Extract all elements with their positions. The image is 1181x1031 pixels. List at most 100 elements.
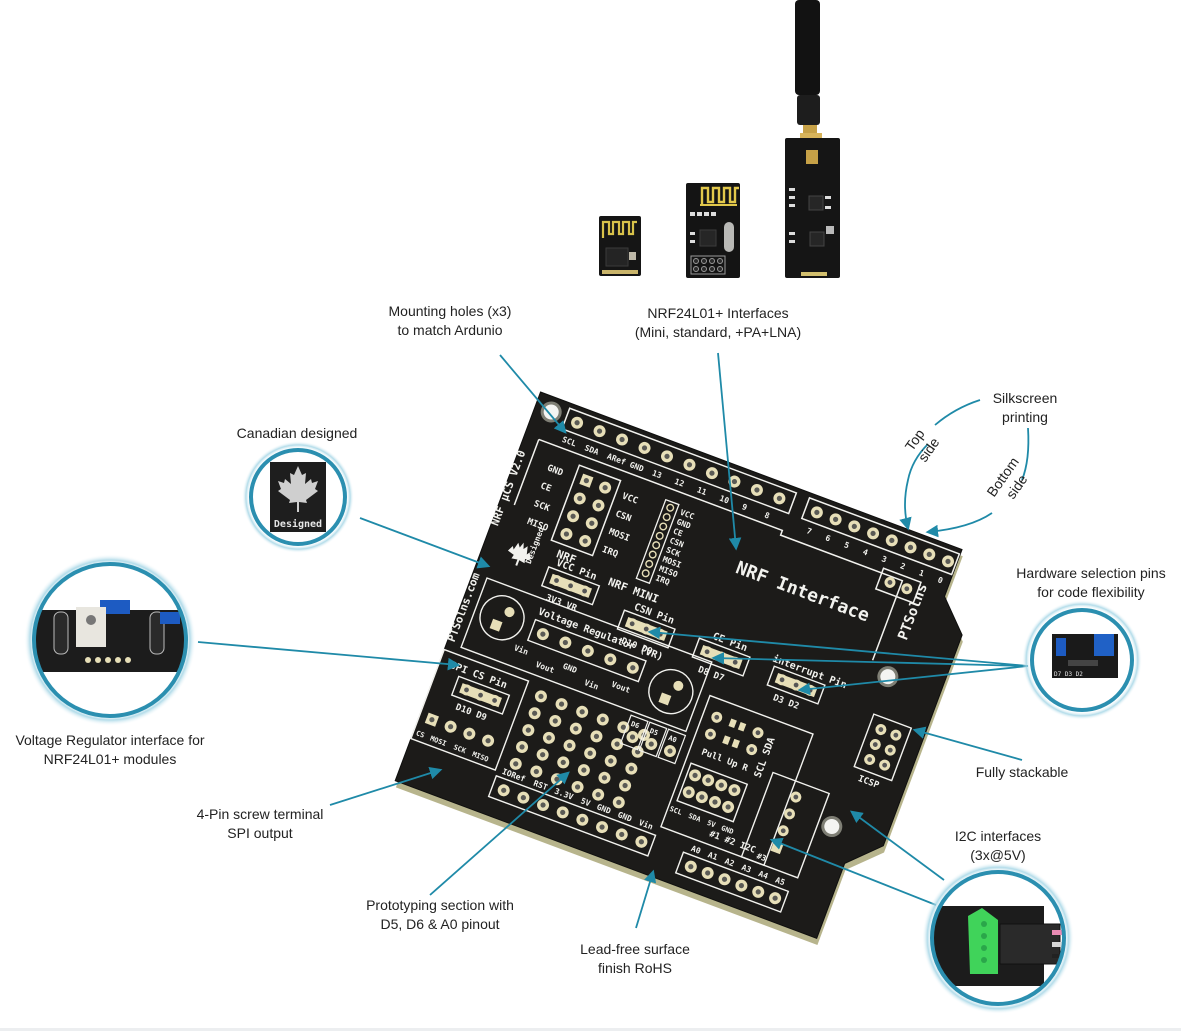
right-header-pins — [810, 506, 955, 568]
nrf-mini-pin — [659, 522, 668, 531]
header-pin-hole — [870, 530, 876, 536]
callout-prototyping — [429, 771, 570, 896]
proto-signal-pad-hole — [629, 734, 636, 740]
i2c-pad-hole — [699, 794, 705, 800]
proto-pad-hole — [513, 761, 519, 767]
label-fully-stackable: Fully stackable — [975, 764, 1069, 780]
nrf-pin-hole — [563, 531, 570, 537]
vr-pad-hole — [607, 656, 613, 662]
power-pin-label: 5V — [579, 796, 591, 808]
label-mounting-holes: Mounting holes (x3) to match Ardunio — [388, 303, 512, 338]
power-pin-hole — [540, 802, 546, 808]
proto-pad-hole — [538, 693, 544, 700]
proto-pad-hole — [628, 766, 634, 772]
proto-pad-hole — [558, 701, 565, 707]
callout-i2c-3 — [849, 810, 945, 881]
callout-lead-free — [635, 869, 657, 929]
i2c-interfaces-bubble — [922, 862, 1074, 1014]
canadian-designed-bubble: Designed — [242, 441, 354, 553]
analog-pin-hole — [721, 876, 728, 882]
callout-silkscreen-top — [934, 399, 981, 426]
power-pin-hole — [520, 795, 526, 801]
proto-signal-box — [619, 714, 649, 751]
header-pin-label: 6 — [824, 533, 832, 543]
mounting-hole — [540, 401, 562, 423]
spi-terminal-pads — [424, 712, 495, 747]
callout-bottom-side — [925, 512, 993, 538]
proto-signal-label: D6 — [630, 720, 641, 730]
proto-pad-hole — [533, 768, 539, 775]
analog-pin-hole — [755, 889, 761, 895]
analog-pin-hole — [688, 864, 694, 870]
power-pin-hole — [560, 809, 566, 815]
header-pin-hole — [641, 445, 648, 451]
analog-pin-label: A3 — [740, 863, 752, 875]
nrf-mini-pin — [648, 550, 657, 559]
callout-top-side — [899, 443, 929, 531]
header-pin-label: 11 — [696, 485, 708, 497]
proto-pad-hole — [519, 744, 525, 750]
header-pin-label: 4 — [862, 547, 870, 557]
power-pin-label: Vin — [638, 817, 655, 831]
spi-pin-label: CS — [415, 729, 426, 739]
i2c-pin-label: 5V — [706, 819, 717, 830]
bottom-divider — [0, 1028, 1181, 1031]
header-pin-hole — [754, 487, 760, 493]
header-pin-label: 5 — [843, 540, 851, 550]
i2c-pad-hole — [686, 789, 692, 795]
header-pin-label: 13 — [651, 469, 663, 481]
proto-pad-hole — [614, 741, 620, 747]
proto-pad-hole — [560, 759, 566, 766]
vr-pad-hole — [585, 648, 591, 654]
vr-pads — [536, 628, 639, 674]
proto-pad-hole — [608, 758, 614, 764]
vcc-jumper-pads — [549, 573, 592, 598]
label-prototyping: Prototyping section with D5, D6 & A0 pin… — [366, 897, 514, 932]
nrf-pin-hole — [595, 502, 602, 509]
proto-pad-hole — [593, 733, 600, 739]
voltage-regulator-bubble — [24, 554, 196, 726]
label-silkscreen: Silkscreen printing — [992, 390, 1058, 425]
nrf-module-standard — [686, 183, 740, 278]
callout-hw-int — [797, 665, 1029, 696]
nrf-pin-hole — [583, 478, 589, 484]
badge-designed-text: Designed — [274, 518, 322, 530]
i2c-pin-label: GND — [720, 824, 735, 836]
proto-pad-hole — [573, 726, 579, 732]
proto-pad-hole — [525, 727, 531, 733]
nrf-mini-pin — [666, 503, 675, 512]
hw-pin-text: D7 D3 D2 — [1054, 671, 1083, 678]
callout-hw-ce — [711, 651, 1029, 667]
analog-pin-label: A0 — [690, 844, 702, 856]
label-voltage-regulator: Voltage Regulator interface for NRF24L01… — [15, 732, 205, 767]
nrf-module-mini — [599, 216, 641, 276]
proto-signal-label: A0 — [667, 734, 678, 744]
header-pin-hole — [596, 428, 603, 434]
analog-pin-label: A2 — [723, 857, 735, 869]
header-pin-hole — [851, 523, 857, 529]
header-pin-hole — [907, 544, 914, 551]
vr-pad-hole — [540, 631, 546, 637]
nrf-pin-hole — [589, 520, 595, 526]
label-screw-terminal: 4-Pin screw terminal SPI output — [196, 806, 324, 841]
header-pin-hole — [926, 551, 932, 558]
label-hardware-pins: Hardware selection pins for code flexibi… — [1016, 565, 1166, 600]
nrf-mini-pin — [645, 559, 654, 568]
nrf-mini-pin — [652, 541, 661, 550]
i2c-pad-hole — [731, 787, 737, 793]
callout-canadian — [359, 517, 491, 569]
nrf-mini-pin — [662, 513, 671, 522]
header-pin-hole — [945, 558, 951, 565]
i2c-pad-hole — [712, 799, 718, 805]
header-pin-hole — [619, 436, 625, 443]
mounting-hole — [821, 816, 843, 838]
power-pin-hole — [638, 839, 644, 845]
pullup-resistor-pads — [704, 711, 764, 756]
proto-pad-hole — [574, 784, 581, 790]
power-pin-hole — [619, 831, 625, 838]
analog-pin-hole — [772, 895, 778, 901]
callout-mounting-holes — [499, 354, 567, 434]
